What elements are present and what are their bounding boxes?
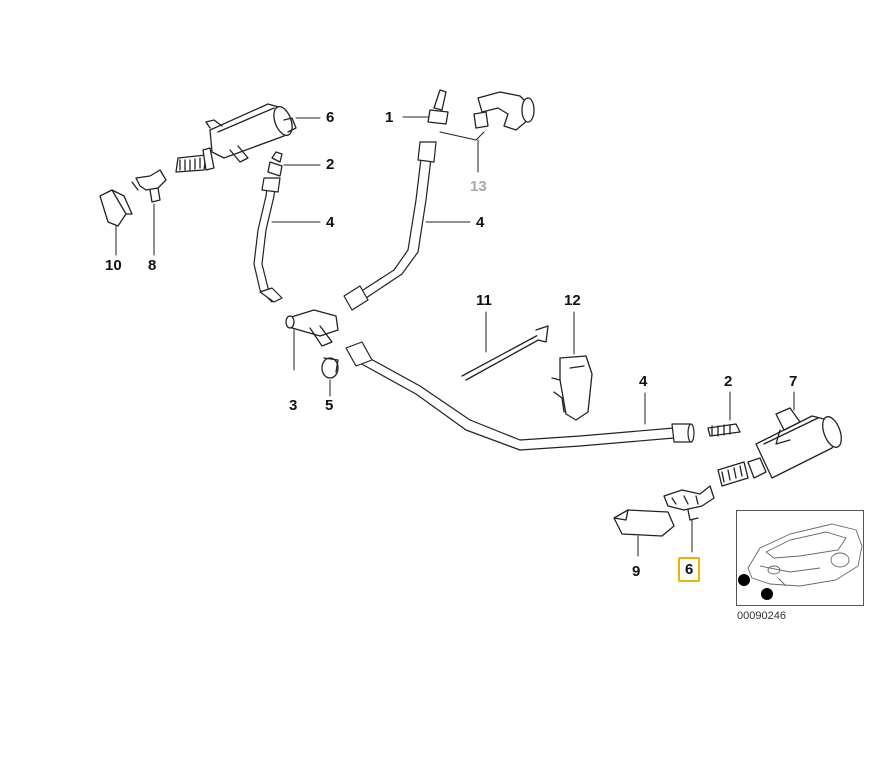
elbow-connector <box>473 91 535 131</box>
callout-8: 8 <box>148 257 157 274</box>
hose-long <box>345 341 695 451</box>
callout-12: 12 <box>564 292 581 309</box>
hose-right <box>343 141 437 311</box>
washer-pump-right <box>717 407 842 487</box>
diagram-reference-code: 00090246 <box>737 610 786 622</box>
cover-right <box>613 509 675 537</box>
callout-6-left: 6 <box>326 109 335 126</box>
washer-pump-left <box>175 103 297 173</box>
callout-1: 1 <box>385 109 394 126</box>
callout-9: 9 <box>632 563 641 580</box>
callout-10: 10 <box>105 257 122 274</box>
callout-4-center: 4 <box>476 214 485 231</box>
connector-top <box>427 89 449 125</box>
clip-left <box>131 169 167 203</box>
nozzle-left <box>267 151 283 177</box>
nozzle-right <box>707 423 741 437</box>
t-connector <box>285 309 339 347</box>
hose-left <box>253 177 283 303</box>
cover-left <box>99 189 133 227</box>
hose-clamp <box>321 357 339 379</box>
callout-6-right: 7 <box>789 373 798 390</box>
callout-3: 3 <box>289 397 298 414</box>
callout-2-right: 2 <box>724 373 733 390</box>
cable-tie <box>461 325 549 381</box>
car-location-inset <box>736 510 864 606</box>
callout-11: 11 <box>476 292 492 309</box>
callout-13: 13 <box>470 178 487 195</box>
hose-holder <box>551 355 593 421</box>
clip-right <box>663 485 715 521</box>
callout-7-highlighted[interactable]: 6 <box>678 557 701 582</box>
callout-2-left: 2 <box>326 156 335 173</box>
callout-4-left: 4 <box>326 214 335 231</box>
callout-5: 5 <box>325 397 334 414</box>
callout-4-right: 4 <box>639 373 648 390</box>
